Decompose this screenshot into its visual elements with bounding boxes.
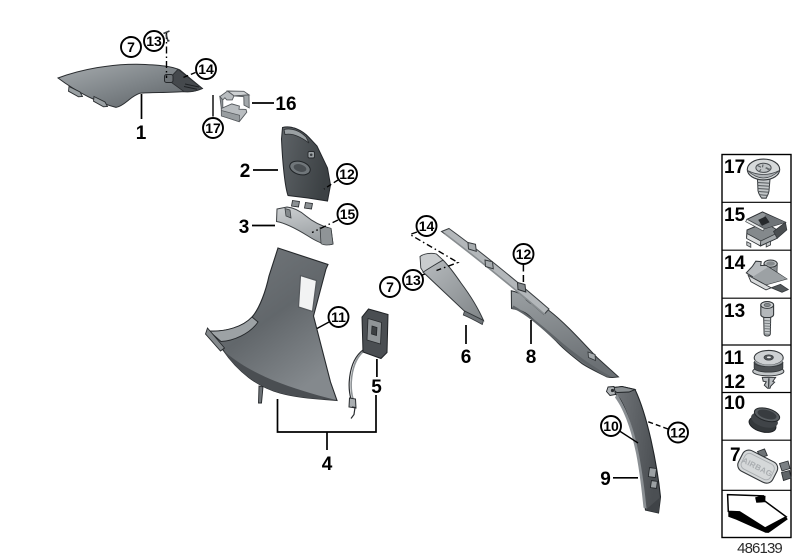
svg-text:486139: 486139 — [737, 540, 782, 557]
svg-text:14: 14 — [724, 253, 746, 274]
svg-text:5: 5 — [371, 377, 382, 398]
svg-text:12: 12 — [516, 246, 532, 262]
svg-text:6: 6 — [461, 347, 472, 368]
svg-text:1: 1 — [136, 123, 147, 144]
svg-text:16: 16 — [275, 94, 296, 115]
svg-text:17: 17 — [724, 157, 745, 178]
svg-text:3: 3 — [239, 217, 250, 238]
svg-text:15: 15 — [724, 205, 746, 226]
svg-text:12: 12 — [724, 372, 745, 393]
svg-text:2: 2 — [240, 161, 251, 182]
svg-text:13: 13 — [724, 301, 745, 322]
svg-text:13: 13 — [146, 33, 162, 49]
svg-text:9: 9 — [600, 469, 611, 490]
svg-text:12: 12 — [670, 424, 686, 440]
svg-text:10: 10 — [603, 418, 619, 434]
svg-text:7: 7 — [127, 39, 135, 55]
svg-text:7: 7 — [386, 279, 394, 295]
svg-text:11: 11 — [331, 309, 346, 325]
svg-text:8: 8 — [526, 347, 537, 368]
svg-text:14: 14 — [419, 218, 435, 234]
svg-text:12: 12 — [339, 166, 355, 182]
svg-text:17: 17 — [205, 120, 221, 136]
svg-text:11: 11 — [724, 348, 745, 369]
svg-text:13: 13 — [405, 272, 421, 288]
svg-text:4: 4 — [322, 454, 333, 475]
svg-text:10: 10 — [724, 393, 745, 414]
svg-text:7: 7 — [730, 445, 741, 466]
svg-text:15: 15 — [340, 206, 356, 222]
svg-text:14: 14 — [198, 61, 214, 77]
